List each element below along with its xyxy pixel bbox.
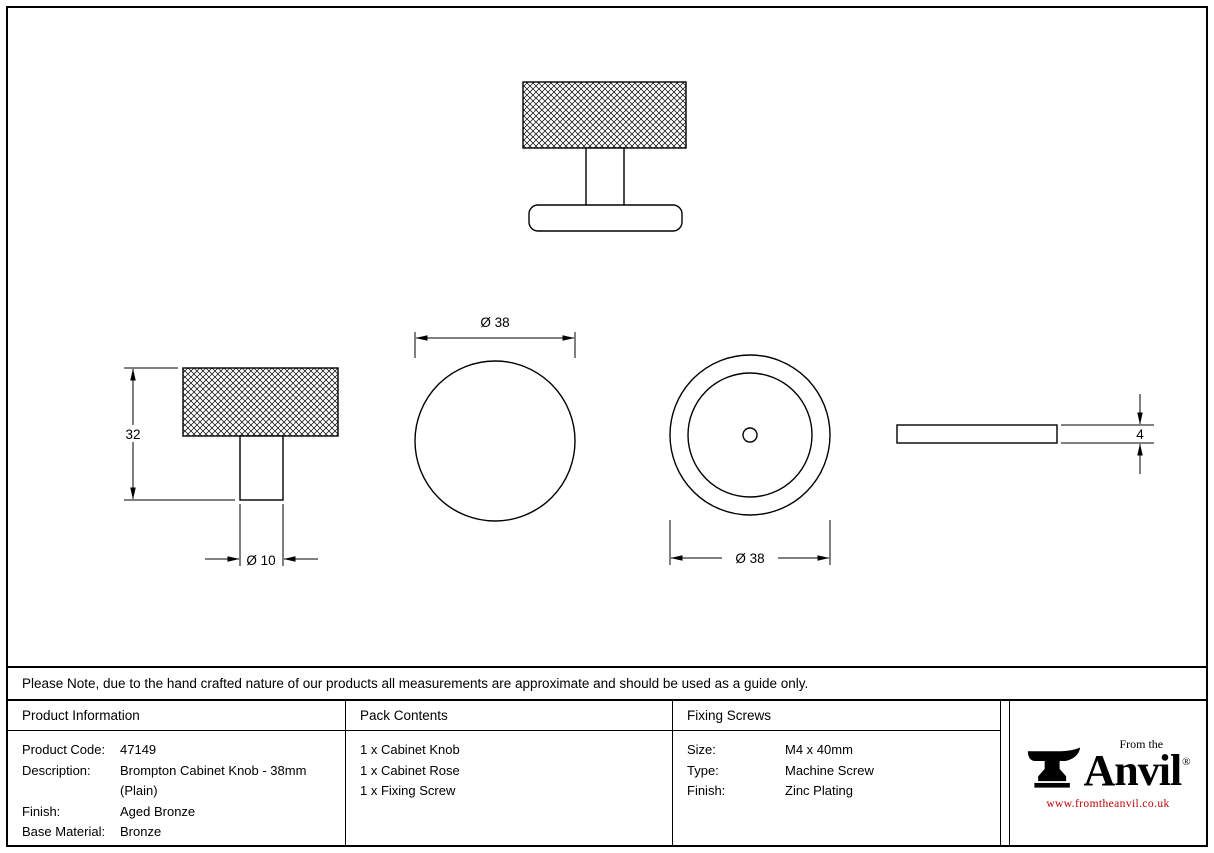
- list-item: 1 x Fixing Screw: [360, 783, 456, 798]
- knob-stem-front: [585, 147, 625, 207]
- rose-profile-drawing: 4: [896, 394, 1154, 474]
- fixing-screws-column: Fixing Screws Size: M4 x 40mm Type: Mach…: [673, 701, 1001, 845]
- row-label: Finish:: [687, 783, 726, 798]
- stem-diameter-label: Ø 10: [246, 553, 275, 568]
- row-value: M4 x 40mm: [785, 742, 853, 757]
- row-label: Finish:: [22, 803, 61, 819]
- rose-thickness-dimension: 4: [1061, 394, 1154, 474]
- front-view-drawing: [522, 81, 687, 232]
- knob-face-circle: [414, 360, 576, 522]
- side-view-drawing: 32 Ø 10: [119, 367, 339, 568]
- row-label: Description:: [22, 762, 91, 778]
- logo-brand-name: Anvil®: [1083, 745, 1190, 795]
- logo-tagline: From the: [1119, 736, 1164, 751]
- column-spacer: [1001, 701, 1009, 845]
- row-value: Aged Bronze: [120, 803, 196, 819]
- knob-diameter-label: Ø 38: [480, 315, 509, 330]
- row-label: Base Material:: [22, 824, 106, 839]
- knurled-knob-side: [182, 367, 339, 437]
- rose-diameter-label: Ø 38: [735, 551, 764, 566]
- sheet-frame: 32 Ø 10: [6, 6, 1208, 847]
- row-value: Brompton Cabinet Knob - 38mm (Plain): [120, 762, 307, 799]
- logo-row: From the Anvil®: [1026, 736, 1191, 795]
- pack-contents-header: Pack Contents: [346, 701, 672, 731]
- list-item: 1 x Cabinet Knob: [360, 742, 460, 757]
- pack-contents-body: 1 x Cabinet Knob 1 x Cabinet Rose 1 x Fi…: [346, 731, 672, 802]
- note-bar: Please Note, due to the hand crafted nat…: [8, 666, 1206, 699]
- product-info-column: Product Information Product Code: 47149 …: [8, 701, 346, 845]
- table-row: Finish: Zinc Plating: [687, 781, 994, 802]
- fixing-screws-body: Size: M4 x 40mm Type: Machine Screw Fini…: [673, 731, 1000, 802]
- knob-diameter-dimension: Ø 38: [414, 315, 576, 358]
- product-info-body: Product Code: 47149 Description: Brompto…: [8, 731, 345, 843]
- knob-stem-side: [239, 435, 284, 501]
- rose-thickness-label: 4: [1136, 427, 1144, 442]
- top-view-drawing: Ø 38: [414, 315, 576, 522]
- table-row: Type: Machine Screw: [687, 761, 994, 782]
- logo-text: From the Anvil®: [1083, 736, 1190, 795]
- technical-drawing-svg: 32 Ø 10: [119, 81, 1154, 568]
- brand-word: Anvil: [1083, 745, 1182, 795]
- fixing-screws-header: Fixing Screws: [673, 701, 1000, 731]
- knurled-knob-front: [522, 81, 687, 149]
- logo-website: www.fromtheanvil.co.uk: [1046, 797, 1170, 810]
- table-row: Base Material: Bronze: [22, 822, 339, 843]
- pack-contents-column: Pack Contents 1 x Cabinet Knob 1 x Cabin…: [346, 701, 673, 845]
- row-value: Machine Screw: [785, 762, 874, 778]
- table-row: Description: Brompton Cabinet Knob - 38m…: [22, 761, 339, 802]
- product-info-header: Product Information: [8, 701, 345, 731]
- row-value: Zinc Plating: [785, 783, 853, 798]
- stem-diameter-dimension: Ø 10: [205, 504, 318, 568]
- cabinet-rose-front: [528, 204, 683, 232]
- table-row: Product Code: 47149: [22, 740, 339, 761]
- table-row: Finish: Aged Bronze: [22, 802, 339, 823]
- row-value: 47149: [120, 742, 157, 757]
- row-label: Product Code:: [22, 742, 106, 757]
- row-label: Type:: [687, 762, 719, 778]
- row-label: Size:: [687, 742, 716, 757]
- back-view-drawing: Ø 38: [669, 354, 831, 566]
- drawing-area: 32 Ø 10: [8, 8, 1206, 666]
- registered-mark: ®: [1182, 755, 1190, 768]
- height-dimension: 32: [119, 367, 235, 501]
- row-value: Bronze: [120, 824, 162, 839]
- rose-diameter-dimension: Ø 38: [669, 520, 831, 566]
- table-row: Size: M4 x 40mm: [687, 740, 994, 761]
- height-dimension-label: 32: [125, 427, 140, 442]
- note-text: Please Note, due to the hand crafted nat…: [22, 676, 809, 691]
- rose-center-hole: [742, 427, 758, 443]
- rose-profile-rect: [896, 424, 1058, 444]
- info-table: Product Information Product Code: 47149 …: [8, 699, 1206, 845]
- list-item: 1 x Cabinet Rose: [360, 762, 460, 778]
- brand-logo-box: From the Anvil® www.fromtheanvil.co.uk: [1009, 701, 1206, 845]
- anvil-logo-icon: [1028, 746, 1081, 788]
